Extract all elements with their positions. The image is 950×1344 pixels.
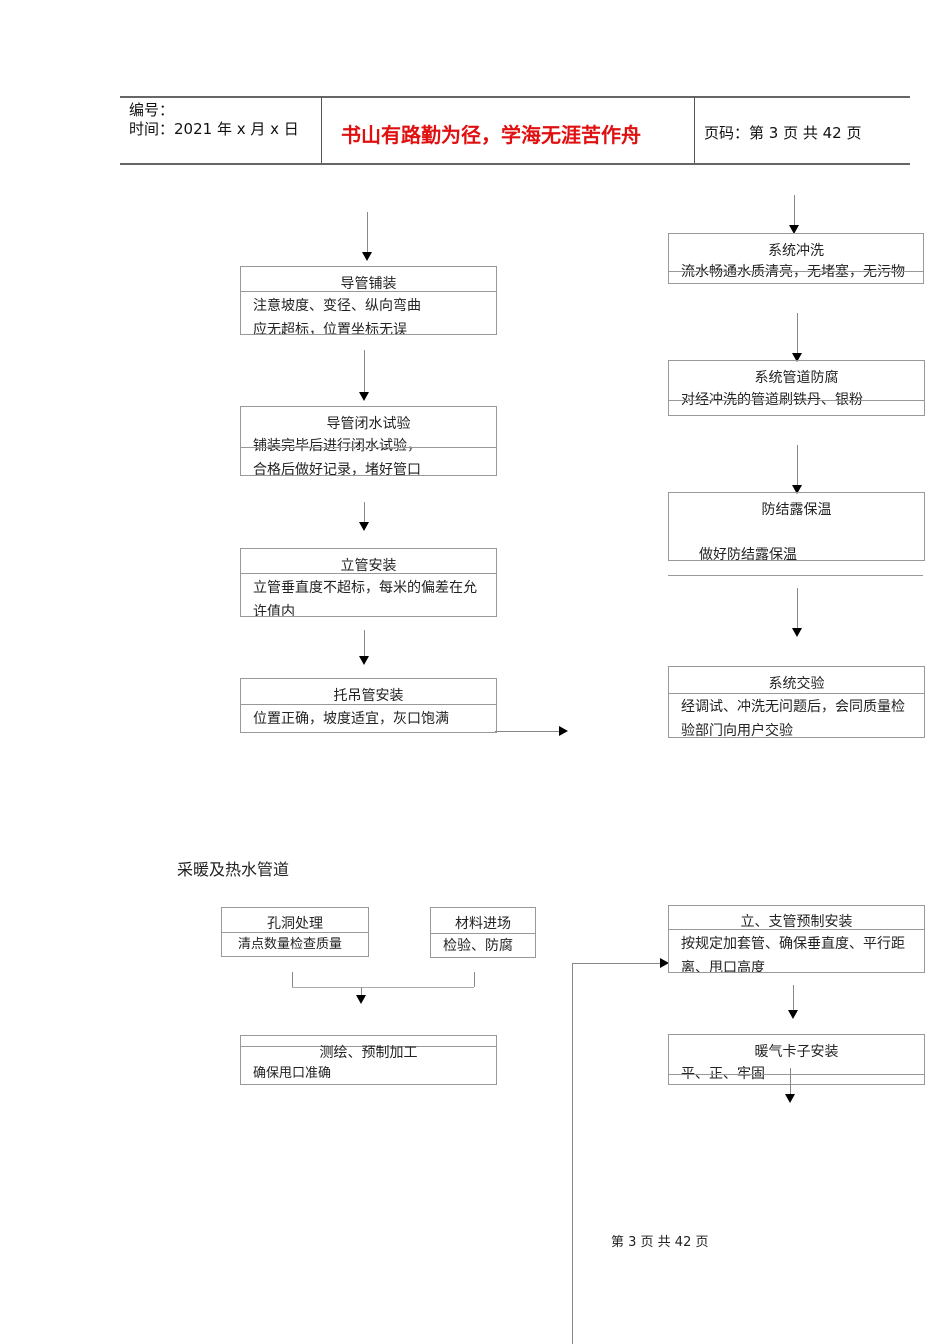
box-desc: 立管垂直度不超标，每米的偏差在允 <box>253 580 477 596</box>
box-desc: 检验、防腐 <box>443 938 513 954</box>
box-desc: 验部门向用户交验 <box>681 723 793 738</box>
flow-arrow <box>359 630 369 665</box>
header-divider <box>694 97 695 163</box>
doc-number-label: 编号： <box>129 101 175 119</box>
box-desc: 位置正确，坡度适宜，灰口饱满 <box>253 711 449 727</box>
box-desc: 清点数量检查质量 <box>238 937 343 952</box>
flow-arrow <box>356 987 366 1004</box>
header-divider <box>321 97 322 163</box>
page-footer: 第 3 页 共 42 页 <box>611 1235 709 1250</box>
flow-box-radiator-clip: 暖气卡子安装 平、正、牢固 <box>668 1034 925 1085</box>
box-title: 导管闭水试验 <box>326 416 411 432</box>
flow-arrow <box>788 985 798 1019</box>
flow-arrow <box>359 502 369 531</box>
flow-arrow <box>789 195 799 234</box>
box-desc: 铺装完毕后进行闭水试验， <box>253 438 421 454</box>
flow-box-riser-install: 立管安装 立管垂直度不超标，每米的偏差在允 许值内 <box>240 548 497 617</box>
flow-box-anticorrosion: 系统管道防腐 对经冲洗的管道刷铁丹、银粉 <box>668 360 925 416</box>
box-title: 托吊管安装 <box>333 688 404 704</box>
flow-arrow <box>792 588 802 637</box>
divider <box>668 575 923 576</box>
flow-arrow <box>792 445 802 494</box>
box-title: 立、支管预制安装 <box>740 914 853 930</box>
box-title: 材料进场 <box>455 916 511 932</box>
connector-line <box>474 972 475 987</box>
connector-line <box>292 987 474 988</box>
header-bottom-rule <box>120 163 910 165</box>
header-page-label: 页码：第 3 页 共 42 页 <box>704 124 862 142</box>
flow-box-conduit-laying: 导管铺装 注意坡度、变径、纵向弯曲 应无超标，位置坐标无误 <box>240 266 497 335</box>
box-title: 系统管道防腐 <box>754 370 839 386</box>
box-title: 导管铺装 <box>340 276 397 292</box>
box-desc: 合格后做好记录，堵好管口 <box>253 462 421 476</box>
flow-box-material-entry: 材料进场 检验、防腐 <box>430 907 536 958</box>
doc-time-label: 时间：2021 年 x 月 x 日 <box>129 120 299 138</box>
box-desc: 离、甩口高度 <box>681 960 765 973</box>
header-top-rule <box>120 96 910 98</box>
box-desc: 流水畅通水质清亮，无堵塞，无污物 <box>681 264 905 280</box>
box-title: 系统交验 <box>768 676 825 692</box>
flow-box-branch-prefab-install: 立、支管预制安装 按规定加套管、确保垂直度、平行距 离、甩口高度 <box>668 905 925 973</box>
flow-arrow <box>792 313 802 362</box>
box-desc: 确保甩口准确 <box>253 1066 332 1081</box>
flow-box-closed-water-test: 导管闭水试验 铺装完毕后进行闭水试验， 合格后做好记录，堵好管口 <box>240 406 497 476</box>
flow-box-condensation-insulation: 防结露保温 做好防结露保温 <box>668 492 925 561</box>
flow-arrow <box>785 1068 795 1103</box>
connector-line <box>292 972 293 987</box>
box-desc: 经调试、冲洗无问题后，会同质量检 <box>681 699 905 715</box>
box-title: 防结露保温 <box>761 502 832 518</box>
header-motto: 书山有路勤为径，学海无涯苦作舟 <box>341 123 641 147</box>
flow-box-hanger-install: 托吊管安装 位置正确，坡度适宜，灰口饱满 <box>240 678 497 733</box>
box-desc: 注意坡度、变径、纵向弯曲 <box>253 298 421 314</box>
box-desc: 许值内 <box>253 604 295 617</box>
box-desc: 做好防结露保温 <box>699 547 797 561</box>
box-desc: 应无超标，位置坐标无误 <box>253 322 407 335</box>
box-title: 孔洞处理 <box>267 916 323 932</box>
flow-box-survey-prefab: 测绘、预制加工 确保甩口准确 <box>240 1035 497 1085</box>
flow-arrow <box>359 350 369 401</box>
flow-box-handover: 系统交验 经调试、冲洗无问题后，会同质量检 验部门向用户交验 <box>668 666 925 738</box>
box-title: 立管安装 <box>340 558 397 574</box>
section-title: 采暖及热水管道 <box>177 860 290 879</box>
connector-line <box>572 963 573 1344</box>
box-title: 测绘、预制加工 <box>319 1045 418 1061</box>
flow-arrow-right <box>495 726 568 736</box>
flow-arrow-right <box>572 958 669 968</box>
box-title: 暖气卡子安装 <box>754 1044 839 1060</box>
box-title: 系统冲洗 <box>768 243 824 259</box>
box-desc: 按规定加套管、确保垂直度、平行距 <box>681 936 905 952</box>
flow-arrow <box>362 212 372 261</box>
flow-box-system-flush: 系统冲洗 流水畅通水质清亮，无堵塞，无污物 <box>668 233 924 284</box>
flow-box-hole-treatment: 孔洞处理 清点数量检查质量 <box>221 907 369 957</box>
